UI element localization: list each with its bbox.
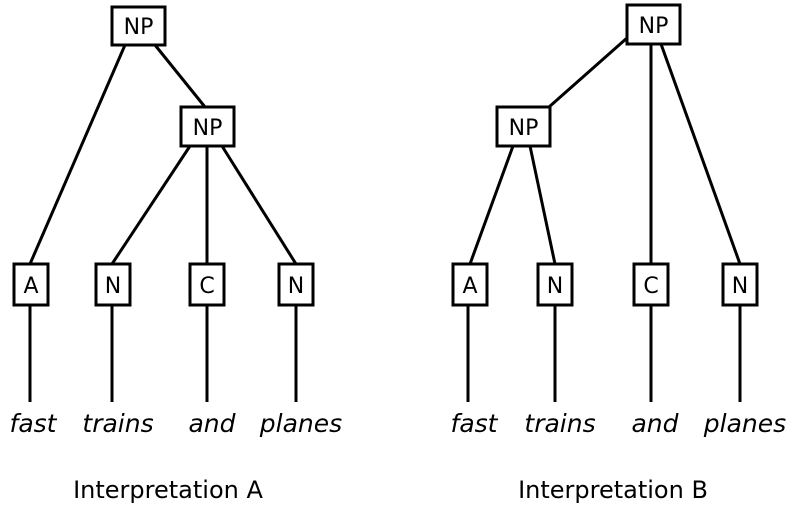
svg-text:NP: NP: [124, 15, 154, 40]
node-b-noun-2: N: [721, 262, 759, 307]
word-b-trains: trains: [524, 409, 595, 438]
svg-text:NP: NP: [509, 116, 539, 141]
node-a-root-np: NP: [110, 5, 167, 47]
word-a-fast: fast: [10, 409, 58, 438]
svg-text:NP: NP: [639, 14, 669, 39]
tree-interpretation-a: NP NP A N C N fast trains and planes Int…: [10, 5, 342, 504]
caption-interpretation-b: Interpretation B: [518, 476, 708, 504]
node-b-inner-np: NP: [495, 105, 552, 148]
word-a-planes: planes: [259, 409, 342, 438]
node-a-adjective: A: [12, 262, 50, 307]
node-b-adjective: A: [451, 262, 489, 307]
word-a-and: and: [188, 409, 235, 438]
caption-interpretation-a: Interpretation A: [73, 476, 263, 504]
node-b-noun-1: N: [536, 262, 574, 307]
svg-text:A: A: [23, 274, 38, 299]
svg-text:C: C: [643, 274, 658, 299]
svg-text:C: C: [199, 274, 214, 299]
node-b-root-np: NP: [625, 3, 682, 46]
node-a-noun-1: N: [94, 262, 132, 307]
svg-text:N: N: [547, 274, 563, 299]
svg-text:A: A: [462, 274, 477, 299]
edge-a-root-to-a: [28, 44, 127, 265]
node-a-noun-2: N: [277, 262, 315, 307]
word-b-and: and: [631, 409, 678, 438]
word-a-trains: trains: [82, 409, 153, 438]
edge-b-root-to-n2: [659, 43, 742, 265]
edge-b-np-to-n1: [528, 145, 557, 265]
svg-text:NP: NP: [193, 116, 223, 141]
word-b-planes: planes: [703, 409, 786, 438]
svg-text:N: N: [732, 274, 748, 299]
edge-a-np-to-n2: [220, 145, 298, 265]
edge-b-root-to-np: [548, 36, 628, 109]
node-a-inner-np: NP: [179, 105, 236, 148]
svg-text:N: N: [105, 274, 121, 299]
edge-a-np-to-n1: [110, 145, 192, 265]
edge-a-root-to-np: [153, 44, 207, 108]
edge-b-np-to-a: [468, 145, 515, 265]
node-b-conjunction: C: [632, 262, 670, 307]
word-b-fast: fast: [451, 409, 499, 438]
svg-text:N: N: [288, 274, 304, 299]
tree-interpretation-b: NP NP A N C N fast trains and planes Int…: [451, 3, 786, 504]
node-a-conjunction: C: [188, 262, 226, 307]
